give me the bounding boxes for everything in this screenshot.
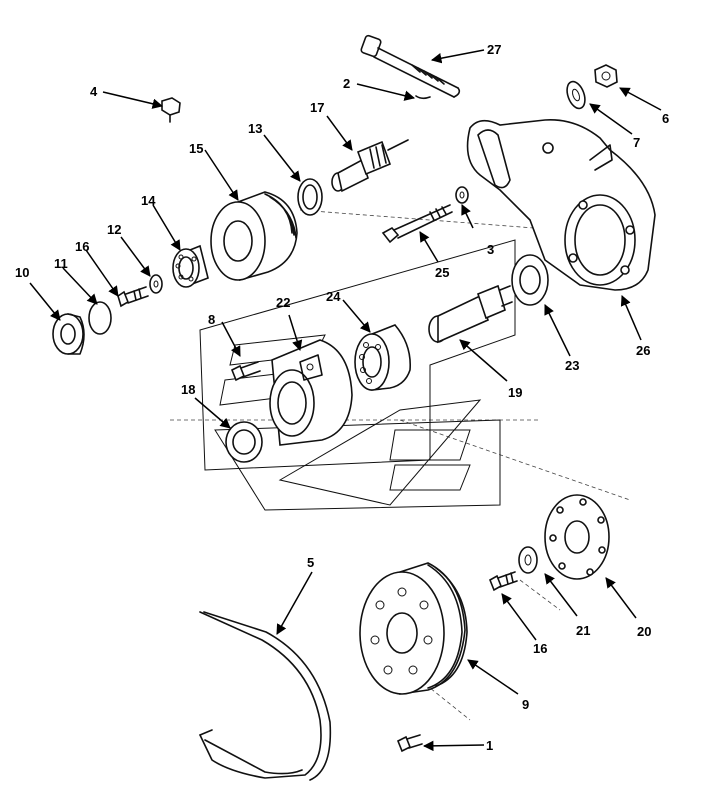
- callout-6: 6: [662, 111, 669, 126]
- part-19-shaft: [428, 284, 513, 344]
- part-14-bearing: [172, 244, 209, 288]
- callout-2: 2: [343, 76, 350, 91]
- part-25-bolt: [381, 204, 453, 244]
- background-mounting-plate: [199, 239, 516, 511]
- callout-4: 4: [90, 84, 98, 99]
- part-13-seal: [297, 178, 323, 216]
- callout-14: 14: [141, 193, 156, 208]
- part-15-pulley: [210, 191, 298, 282]
- callout-7: 7: [633, 135, 640, 150]
- callout-22: 22: [276, 295, 290, 310]
- callout-25: 25: [435, 265, 449, 280]
- part-17-stud: [331, 139, 409, 193]
- part-4-nut: [161, 97, 181, 123]
- part-24-bearing: [354, 324, 412, 391]
- callout-11: 11: [54, 256, 68, 271]
- callout-23: 23: [565, 358, 579, 373]
- part-9-damper-pulley: [359, 562, 468, 695]
- part-18-seal: [225, 421, 263, 463]
- callout-8: 8: [208, 312, 215, 327]
- part-6-nut: [594, 64, 618, 88]
- callout-19: 19: [508, 385, 522, 400]
- part-1-bolt: [396, 734, 423, 753]
- callout-13: 13: [248, 121, 262, 136]
- part-11-cover-disc: [88, 301, 112, 335]
- part-3-washer: [455, 186, 469, 204]
- part-5-belt: [199, 611, 332, 781]
- part-26-bracket: [466, 119, 656, 291]
- part-2-pin: [415, 95, 431, 100]
- part-23-seal: [511, 254, 549, 306]
- callout-arrows: [29, 49, 662, 752]
- callout-12: 12: [107, 222, 121, 237]
- callout-15: 15: [189, 141, 203, 156]
- part-27-long-bolt: [360, 34, 461, 98]
- callout-21: 21: [576, 623, 590, 638]
- callout-3: 3: [487, 242, 494, 257]
- callout-20: 20: [637, 624, 651, 639]
- callout-27: 27: [487, 42, 501, 57]
- part-22-housing: [269, 339, 353, 446]
- callout-16-lower: 16: [533, 641, 547, 656]
- callout-1: 1: [486, 738, 493, 753]
- part-21-spacer: [518, 546, 538, 574]
- part-12-washer: [149, 274, 163, 294]
- callout-18: 18: [181, 382, 195, 397]
- callout-10: 10: [15, 265, 29, 280]
- part-7-washer: [566, 80, 586, 110]
- part-16-bolt-lower: [488, 571, 518, 592]
- callout-labels: 27 2 4 6 7 17 13 15 14 12 16 11 10 3 25 …: [15, 42, 669, 753]
- part-8-bolt: [230, 361, 261, 382]
- callout-5: 5: [307, 555, 314, 570]
- part-20-hub: [544, 494, 610, 580]
- part-10-cap: [52, 313, 85, 355]
- callout-16-upper: 16: [75, 239, 89, 254]
- callout-26: 26: [636, 343, 650, 358]
- callout-9: 9: [522, 697, 529, 712]
- part-16-bolt-upper: [117, 286, 149, 308]
- callout-24: 24: [326, 289, 341, 304]
- callout-17: 17: [310, 100, 324, 115]
